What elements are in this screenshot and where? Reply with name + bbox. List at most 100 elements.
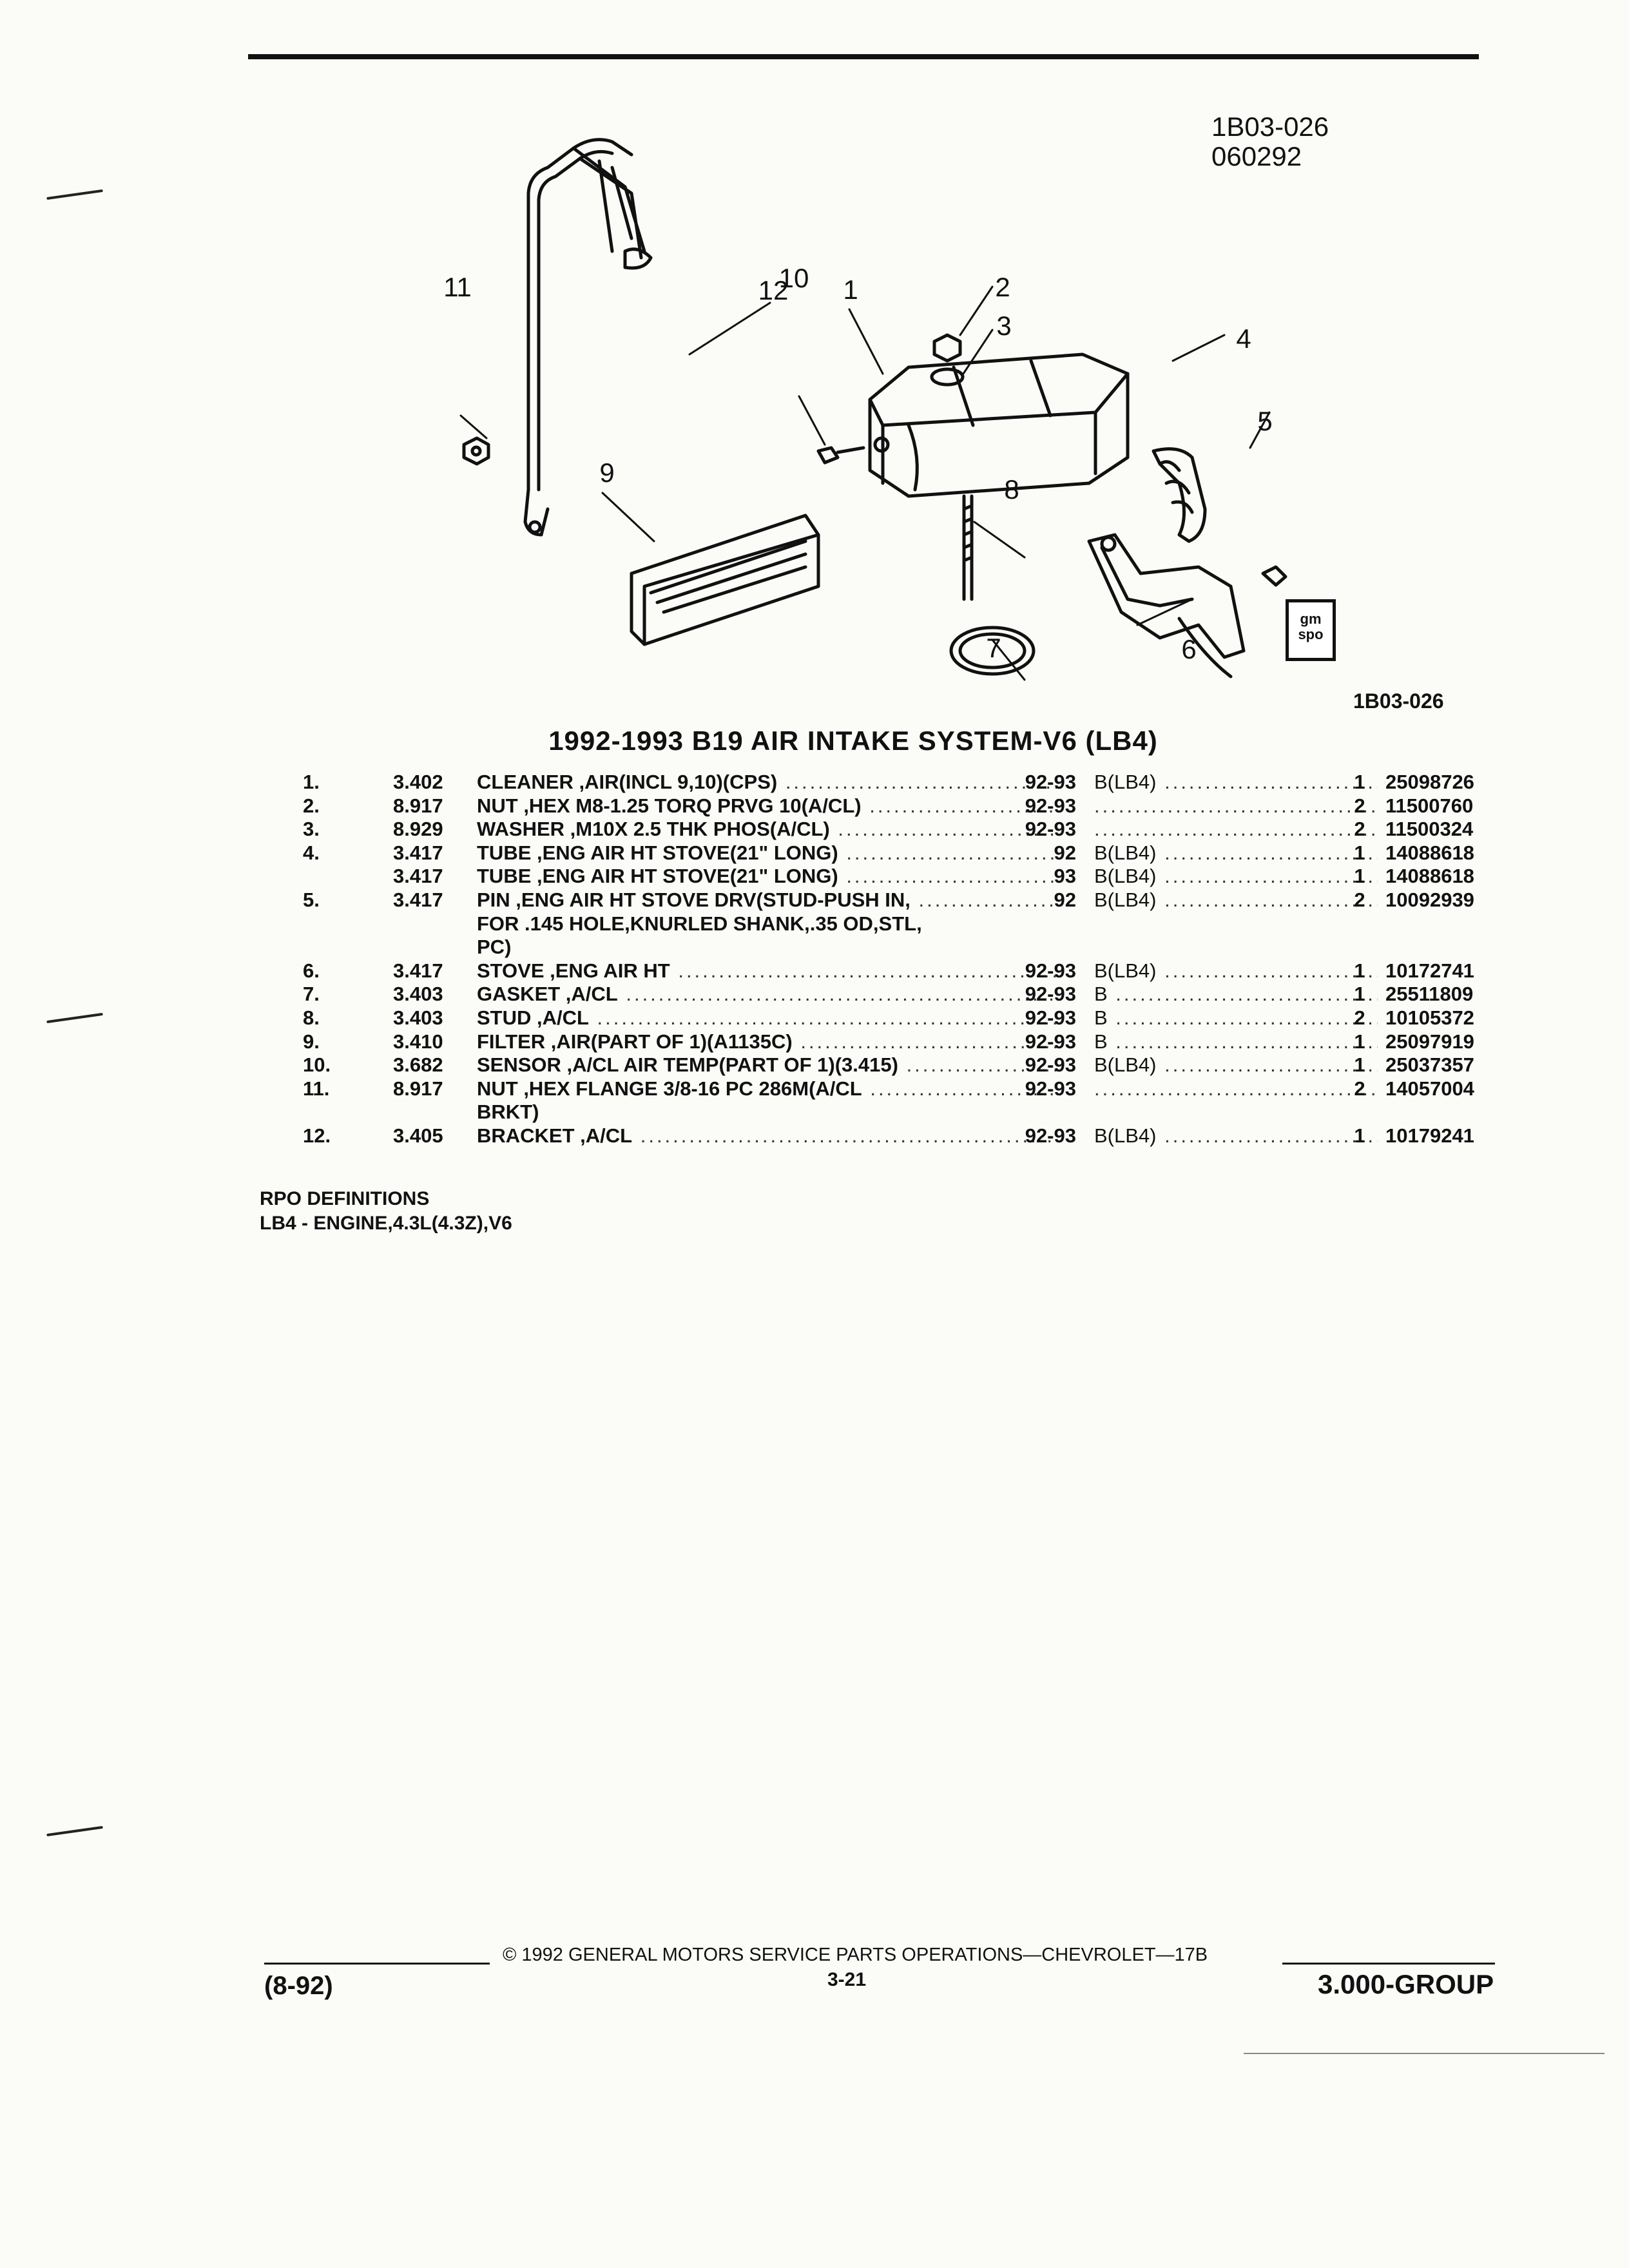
callout-8: 8 [1004,474,1019,505]
margin-mark [46,1825,103,1837]
leader-dots: ........................................ [1164,1053,1378,1077]
part-group: 3.410 [393,1030,443,1053]
part-group: 3.417 [393,959,443,982]
part-years: 92 [1054,841,1076,864]
part-years: 92-93 [1025,983,1076,1006]
leader-dots: ........................................ [1094,794,1378,817]
rpo-definition-line: LB4 - ENGINE,4.3L(4.3Z),V6 [260,1213,512,1234]
group-label: 3.000-GROUP [1318,1969,1494,1999]
part-group: 8.929 [393,818,443,841]
leader-dots: ........................................… [846,865,1057,888]
part-years: 92-93 [1025,1124,1076,1147]
leader-dots: ........................................… [588,1006,1057,1029]
leader-dots: ........................................ [1115,983,1378,1006]
part-pn: 14088618 [1385,865,1474,888]
part-num: 7. [303,983,320,1006]
part-group: 3.417 [393,865,443,888]
part-qty: 1 [1354,959,1365,982]
part-num: 6. [303,959,320,982]
part-app: B ......................................… [1094,1030,1378,1054]
part-app: ........................................ [1094,1077,1378,1101]
part-num: 5. [303,888,320,911]
part-qty: 2 [1354,818,1365,841]
leader-dots: ........................................ [1115,1030,1378,1053]
part-num: 12. [303,1124,331,1147]
footer-rule-left [264,1963,490,1965]
part-desc: TUBE ,ENG AIR HT STOVE(21" LONG) .......… [477,865,1057,889]
leader-dots: ........................................ [1164,888,1378,911]
rpo-definitions: RPO DEFINITIONS LB4 - ENGINE,4.3L(4.3Z),… [260,1187,512,1236]
part-qty: 1 [1354,841,1365,864]
air-cleaner-housing-drawing [868,352,1130,498]
part-app: B(LB4) .................................… [1094,959,1378,983]
part-qty: 2 [1354,888,1365,911]
callout-9: 9 [599,457,614,488]
part-app: B(LB4) .................................… [1094,841,1378,865]
hex-nut-drawing [462,436,490,466]
filter-element-drawing [630,514,820,646]
part-app: ........................................ [1094,794,1378,818]
part-group: 3.682 [393,1053,443,1077]
callout-12: 12 [758,275,789,305]
part-group: 8.917 [393,1077,443,1100]
leader-dots: ........................................ [1164,959,1378,982]
part-group: 3.405 [393,1124,443,1147]
bracket-drawing [523,138,653,537]
leader-dots: ........................................… [918,888,1057,911]
leader-dots: ........................................ [1094,818,1378,841]
leader-dots: ........................................… [640,1124,1057,1147]
part-desc: TUBE ,ENG AIR HT STOVE(21" LONG) .......… [477,841,1057,865]
part-years: 92-93 [1025,794,1076,817]
callout-2: 2 [995,272,1010,302]
part-pn: 10172741 [1385,959,1474,982]
part-years: 92 [1054,888,1076,911]
part-desc: BRKT) [477,1100,539,1124]
part-num: 4. [303,841,320,864]
table-row: BRKT) [303,1100,1514,1124]
part-pn: 11500324 [1385,818,1474,841]
part-qty: 1 [1354,1030,1365,1053]
gasket-drawing [949,626,1036,676]
part-qty: 1 [1354,1124,1365,1147]
callout-10: 10 [779,263,809,293]
part-qty: 1 [1354,983,1365,1006]
figure-reference-code: 1B03-026 [1211,111,1329,142]
figure-id: 1B03-026 [1353,689,1444,713]
nut-and-washer-drawing [930,333,965,387]
part-qty: 1 [1354,1053,1365,1077]
part-pn: 25097919 [1385,1030,1474,1053]
callout-3: 3 [996,311,1011,341]
pin-drawing [1261,565,1287,587]
part-desc: STOVE ,ENG AIR HT ......................… [477,959,1057,983]
part-num: 2. [303,794,320,817]
part-years: 93 [1054,865,1076,888]
footer-rule-right [1282,1963,1495,1965]
heat-stove-tube-drawing [1152,447,1207,543]
leader-dots: ........................................ [1094,1077,1378,1100]
date-code: (8-92) [264,1972,333,2000]
part-group: 8.917 [393,794,443,817]
part-qty: 2 [1354,1077,1365,1100]
margin-mark [46,189,103,200]
part-num: 11. [303,1077,330,1100]
leader-dots: ........................................ [1164,865,1378,888]
part-qty: 1 [1354,771,1365,793]
part-pn: 10179241 [1385,1124,1474,1147]
part-group: 3.417 [393,888,443,911]
top-rule [248,54,1479,59]
part-app: B ......................................… [1094,983,1378,1006]
stud-drawing [962,494,974,601]
sensor-drawing [816,446,865,465]
copyright-line: © 1992 GENERAL MOTORS SERVICE PARTS OPER… [503,1945,1208,1965]
gm-spo-logo-text: gm spo [1298,611,1324,642]
part-pn: 14057004 [1385,1077,1474,1100]
leader-dots: ........................................… [626,983,1057,1006]
leader-dots: ........................................… [869,794,1057,817]
leader-dots: ........................................… [870,1077,1057,1100]
